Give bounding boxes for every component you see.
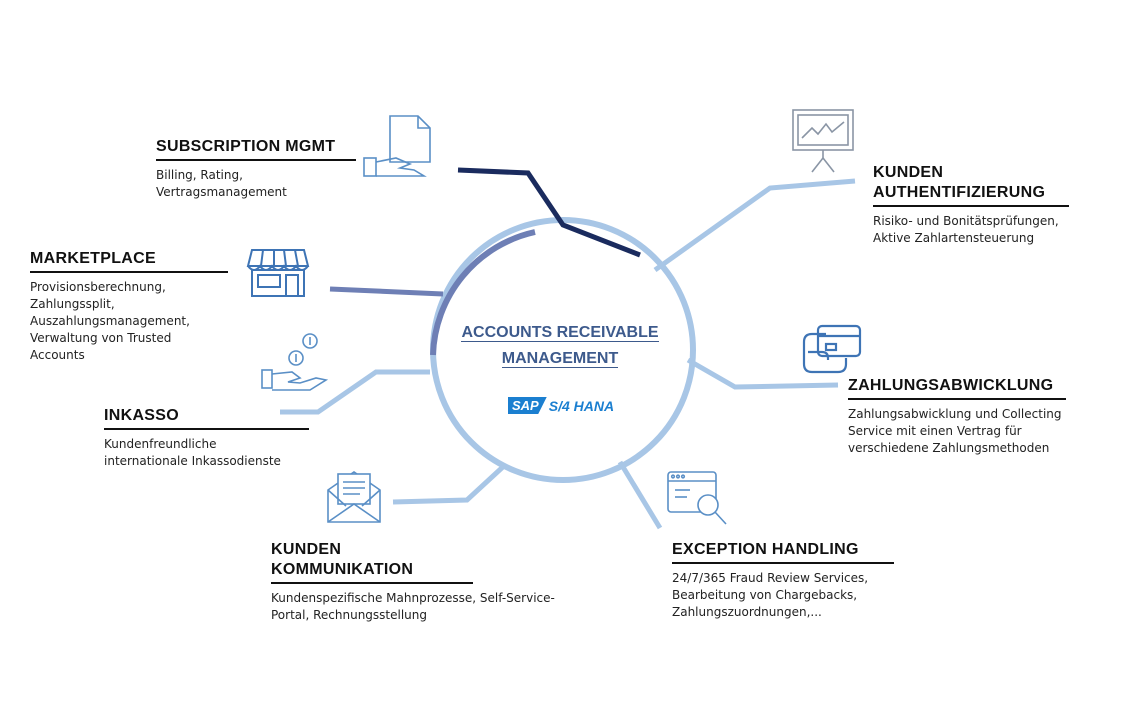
storefront-icon (246, 249, 310, 297)
desc-line: Bearbeitung von Chargebacks, (672, 588, 858, 602)
desc-line: 24/7/365 Fraud Review Services, (672, 571, 869, 585)
node-zahlung-desc: Zahlungsabwicklung und Collecting Servic… (848, 406, 1108, 457)
connector-inkasso (280, 369, 430, 415)
node-subscription-title: SUBSCRIPTION MGMT (156, 137, 356, 161)
desc-line: Zahlungsabwicklung und Collecting (848, 407, 1062, 421)
sap-logo: SAP (508, 397, 547, 414)
node-kommunikation-desc: Kundenspezifische Mahnprozesse, Self-Ser… (271, 590, 591, 624)
connector-exception (617, 460, 663, 530)
desc-line: verschiedene Zahlungsmethoden (848, 441, 1050, 455)
node-marketplace-desc: Provisionsberechnung, Zahlungssplit, Aus… (30, 279, 228, 364)
desc-line: Accounts (30, 348, 85, 362)
sap-product-name: S/4 HANA (548, 397, 615, 414)
desc-line: Zahlungssplit, (30, 297, 115, 311)
node-inkasso-desc: Kundenfreundliche internationale Inkasso… (104, 436, 309, 470)
desc-line: Risiko- und Bonitätsprüfungen, (873, 214, 1059, 228)
document-hand-icon (363, 115, 431, 177)
node-authentifizierung-desc: Risiko- und Bonitätsprüfungen, Aktive Za… (873, 213, 1113, 247)
desc-line: Kundenspezifische Mahnprozesse, Self-Ser… (271, 591, 555, 605)
desc-line: Zahlungszuordnungen,... (672, 605, 822, 619)
coins-hand-icon (261, 333, 329, 391)
desc-line: Auszahlungsmanagement, (30, 314, 190, 328)
node-kommunikation-title-line2: KOMMUNIKATION (271, 560, 473, 584)
node-kommunikation-title-line1: KUNDEN (271, 541, 342, 558)
connector-marketplace (329, 286, 444, 297)
center-title-line2: MANAGEMENT (501, 350, 619, 368)
node-exception: EXCEPTION HANDLING 24/7/365 Fraud Review… (672, 540, 894, 621)
desc-line: Verwaltung von Trusted (30, 331, 172, 345)
center-ring-accent-arc (430, 229, 536, 356)
center-title: ACCOUNTS RECEIVABLE MANAGEMENT (445, 320, 675, 372)
node-inkasso: INKASSO Kundenfreundliche internationale… (104, 406, 309, 470)
desc-line: Provisionsberechnung, (30, 280, 166, 294)
node-inkasso-title: INKASSO (104, 406, 309, 430)
node-marketplace: MARKETPLACE Provisionsberechnung, Zahlun… (30, 249, 228, 364)
browser-search-icon (667, 471, 727, 525)
desc-line: Aktive Zahlartensteuerung (873, 231, 1035, 245)
desc-line: Billing, Rating, (156, 168, 243, 182)
node-zahlung-title: ZAHLUNGSABWICKLUNG (848, 376, 1066, 400)
node-marketplace-title: MARKETPLACE (30, 249, 228, 273)
connector-zahlung (686, 357, 839, 390)
desc-line: Kundenfreundliche (104, 437, 217, 451)
node-subscription: SUBSCRIPTION MGMT Billing, Rating, Vertr… (156, 137, 356, 201)
node-zahlung: ZAHLUNGSABWICKLUNG Zahlungsabwicklung un… (848, 376, 1066, 457)
node-authentifizierung-title-line2: AUTHENTIFIZIERUNG (873, 183, 1069, 207)
connector-authentifizierung (653, 178, 856, 273)
desc-line: Vertragsmanagement (156, 185, 287, 199)
node-subscription-desc: Billing, Rating, Vertragsmanagement (156, 167, 356, 201)
envelope-icon (327, 471, 381, 523)
node-exception-desc: 24/7/365 Fraud Review Services, Bearbeit… (672, 570, 894, 621)
node-kommunikation: KUNDEN KOMMUNIKATION Kundenspezifische M… (271, 540, 555, 624)
node-exception-title: EXCEPTION HANDLING (672, 540, 894, 564)
sap-s4hana-logo: SAP S/4 HANA (508, 397, 614, 414)
desc-line: Service mit einen Vertrag für (848, 424, 1022, 438)
connector-subscription (457, 167, 641, 258)
connector-kommunikation (392, 463, 507, 505)
center-title-line1: ACCOUNTS RECEIVABLE (461, 324, 659, 342)
desc-line: Portal, Rechnungsstellung (271, 608, 428, 622)
desc-line: internationale Inkassodienste (104, 454, 281, 468)
node-authentifizierung-title-line1: KUNDEN (873, 164, 944, 181)
node-authentifizierung: KUNDEN AUTHENTIFIZIERUNG Risiko- und Bon… (873, 163, 1069, 247)
presentation-chart-icon (792, 109, 854, 173)
credit-card-icon (802, 324, 862, 374)
